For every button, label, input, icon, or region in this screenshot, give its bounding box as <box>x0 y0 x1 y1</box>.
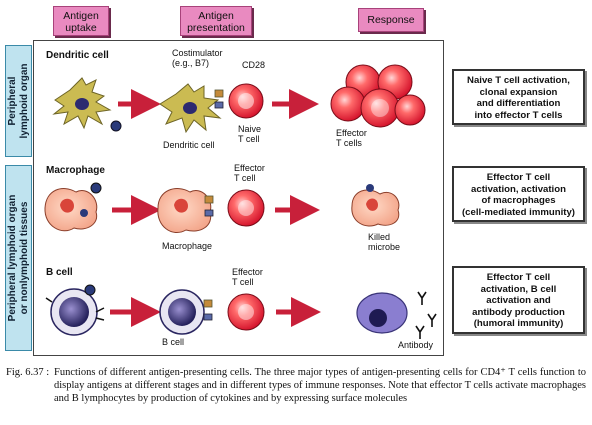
b-cell-uptake <box>45 284 105 336</box>
row-title-bcell: B cell <box>46 267 73 278</box>
antibody-icons <box>415 291 437 339</box>
resp-b-line4: antibody production <box>472 306 565 318</box>
label-antibody: Antibody <box>398 340 434 350</box>
header-response-text: Response <box>367 14 415 26</box>
label-costimulator: Costimulator (e.g., B7) <box>172 48 223 68</box>
resp-m-line3: of macrophages <box>481 195 556 206</box>
label-killed-microbe: Killed microbe <box>368 232 400 252</box>
resp-m-line2: activation, activation <box>471 183 566 195</box>
label-dendritic-cell: Dendritic cell <box>163 140 215 150</box>
resp-b-line3: activation and <box>486 295 551 306</box>
effector-t-cells-cluster <box>330 64 426 128</box>
label-naive-line1: Naive <box>238 124 262 134</box>
resp-d-line4: into effector T cells <box>474 109 563 121</box>
header-uptake-line2: uptake <box>65 22 97 34</box>
label-effector-t-cell-macrophage: Effector T cell <box>234 163 265 183</box>
resp-d-line1: Naive T cell activation, <box>467 75 570 86</box>
effector-t-cell-macrophage-row <box>227 189 265 227</box>
label-b-cell: B cell <box>162 337 185 347</box>
label-effector-t-cells: Effector T cells <box>336 128 367 148</box>
resp-d-line3: and differentiation <box>476 98 561 109</box>
resp-b-line5: (humoral immunity) <box>473 318 564 329</box>
label-costimulator-line1: Costimulator <box>172 48 223 58</box>
figure-number: Fig. 6.37 : <box>6 367 50 378</box>
response-box-bcell: Effector T cell activation, B cell activ… <box>452 266 585 334</box>
response-box-dendritic: Naive T cell activation, clonal expansio… <box>452 69 585 125</box>
label-eff-mac-line1: Effector <box>234 163 265 173</box>
label-macrophage: Macrophage <box>162 241 213 251</box>
label-naive-t-cell: Naive T cell <box>238 124 261 144</box>
side-label-peripheral-nonlymphoid: Peripheral lymphoid organ or nonlymphoid… <box>5 165 32 351</box>
label-eff-mac-line2: T cell <box>234 173 256 183</box>
side-label-peripheral-lymphoid: Peripheral lymphoid organ <box>5 45 32 157</box>
dendritic-cell-presenting <box>159 83 224 134</box>
row-title-dendritic: Dendritic cell <box>46 50 109 61</box>
response-box-macrophage: Effector T cell activation, activation o… <box>452 166 585 222</box>
header-antigen-presentation: Antigen presentation <box>180 6 252 36</box>
label-eff-b-line1: Effector <box>232 267 263 277</box>
macrophage-presenting <box>157 188 214 233</box>
label-eff-b-line2: T cell <box>232 277 254 287</box>
resp-b-line2: activation, B cell <box>480 283 557 295</box>
macrophage-uptake <box>44 182 102 232</box>
header-uptake-line1: Antigen <box>63 10 99 22</box>
resp-m-line4: (cell-mediated immunity) <box>461 206 575 218</box>
label-effector-cells-line1: Effector <box>336 128 367 138</box>
label-killed-line1: Killed <box>368 232 391 242</box>
label-cd28: CD28 <box>242 60 266 70</box>
resp-d-line2: clonal expansion <box>479 86 558 98</box>
label-costimulator-line2: (e.g., B7) <box>172 58 210 68</box>
effector-t-cell-bcell-row <box>227 293 265 331</box>
naive-t-cell <box>228 83 264 119</box>
header-antigen-uptake: Antigen uptake <box>53 6 109 36</box>
header-presentation-line1: Antigen <box>198 10 234 22</box>
resp-m-line1: Effector T cell <box>486 172 551 183</box>
plasma-cell <box>356 292 408 334</box>
label-naive-line2: T cell <box>238 134 260 144</box>
figure-caption-text: Functions of different antigen-presentin… <box>54 367 586 404</box>
header-presentation-line2: presentation <box>187 22 245 34</box>
activated-macrophage <box>351 184 400 227</box>
label-effector-t-cell-bcell: Effector T cell <box>232 267 263 287</box>
resp-b-line1: Effector T cell <box>486 272 551 283</box>
label-effector-cells-line2: T cells <box>336 138 362 148</box>
label-killed-line2: microbe <box>368 242 401 252</box>
header-response: Response <box>358 8 424 32</box>
b-cell-presenting <box>159 289 213 335</box>
row-title-macrophage: Macrophage <box>46 165 105 176</box>
dendritic-cell-uptake <box>52 77 122 132</box>
